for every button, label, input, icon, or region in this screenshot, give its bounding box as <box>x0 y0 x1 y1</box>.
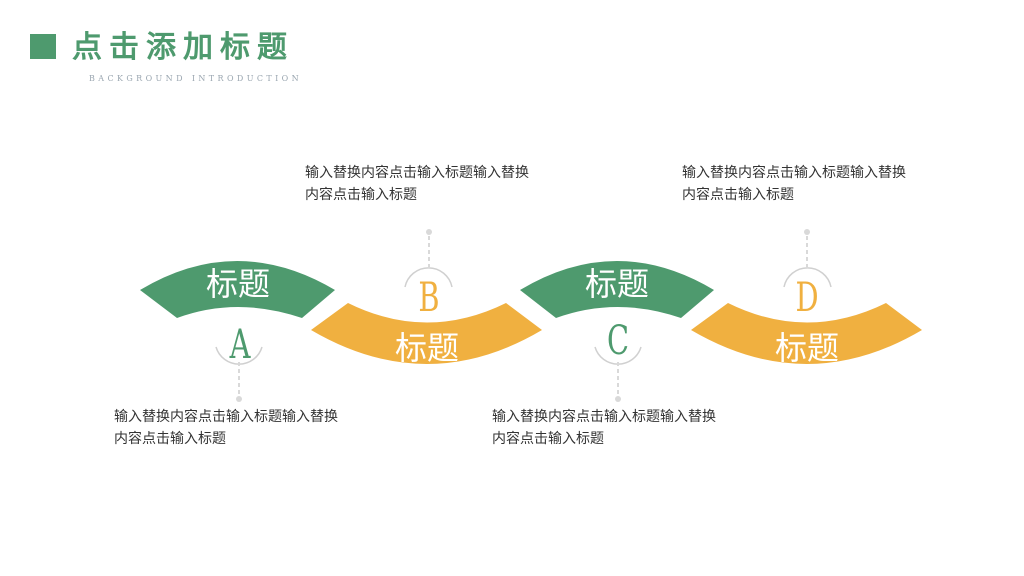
step-b-desc-line1: 输入替换内容点击输入标题输入替换 <box>305 165 529 181</box>
step-a-desc-line2: 内容点击输入标题 <box>114 431 226 447</box>
step-c-desc-line2: 内容点击输入标题 <box>492 431 604 447</box>
band-a-shape[interactable] <box>140 261 335 318</box>
step-a-description[interactable]: 输入替换内容点击输入标题输入替换 内容点击输入标题 <box>114 406 364 450</box>
step-c-desc-line1: 输入替换内容点击输入标题输入替换 <box>492 409 716 425</box>
step-c-description[interactable]: 输入替换内容点击输入标题输入替换 内容点击输入标题 <box>492 406 742 450</box>
step-letter-c: C <box>606 318 630 364</box>
step-letter-d: D <box>795 275 819 321</box>
band-c-label[interactable]: 标题 <box>584 265 649 303</box>
step-b-desc-line2: 内容点击输入标题 <box>305 187 417 203</box>
step-letter-a: A <box>229 322 251 368</box>
page-subtitle: BACKGROUND INTRODUCTION <box>89 74 303 83</box>
step-d-description[interactable]: 输入替换内容点击输入标题输入替换 内容点击输入标题 <box>682 162 932 206</box>
title-accent-square <box>30 34 56 59</box>
connector-b <box>404 229 453 288</box>
band-c-shape[interactable] <box>520 261 714 318</box>
band-d-label[interactable]: 标题 <box>774 329 839 367</box>
connector-a <box>215 346 263 402</box>
step-d-desc-line2: 内容点击输入标题 <box>682 187 794 203</box>
step-d-desc-line1: 输入替换内容点击输入标题输入替换 <box>682 165 906 181</box>
step-letter-b: B <box>418 275 440 321</box>
step-b-description[interactable]: 输入替换内容点击输入标题输入替换 内容点击输入标题 <box>305 162 555 206</box>
connector-d <box>783 229 832 288</box>
page-title[interactable]: 点击添加标题 <box>72 30 294 65</box>
step-a-desc-line1: 输入替换内容点击输入标题输入替换 <box>114 409 338 425</box>
connector-c <box>594 346 642 402</box>
band-b-shape[interactable] <box>311 303 542 364</box>
band-a-label[interactable]: 标题 <box>205 265 270 303</box>
band-d-shape[interactable] <box>691 303 922 364</box>
band-b-label[interactable]: 标题 <box>394 329 459 367</box>
